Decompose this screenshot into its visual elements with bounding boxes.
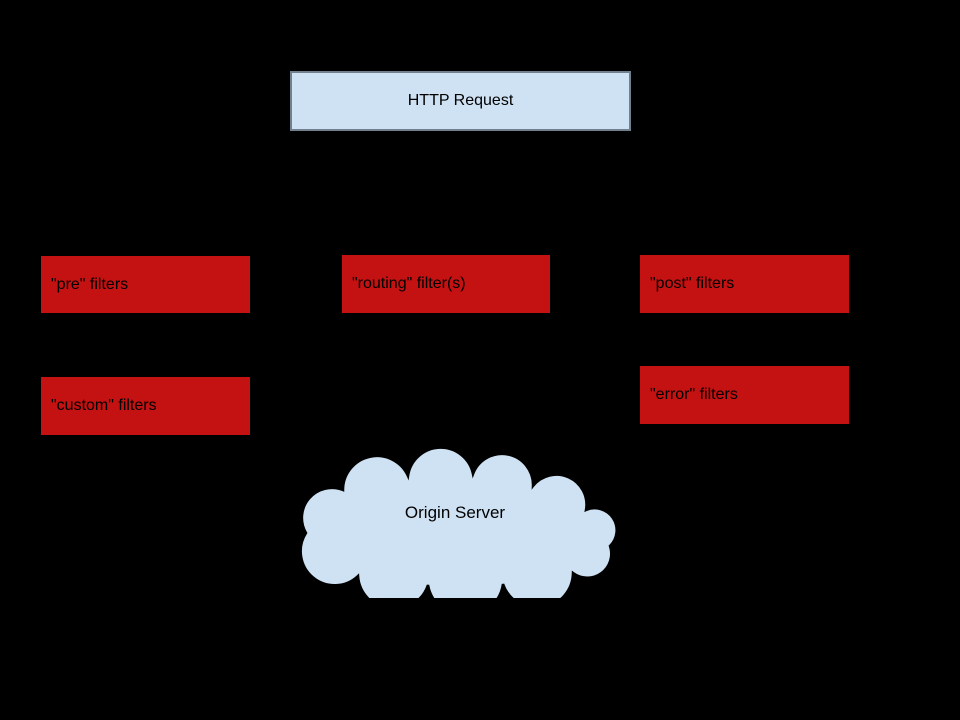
pre-filters-label: "pre" filters <box>51 275 129 293</box>
error-filters-node: "error" filters <box>640 366 849 424</box>
post-filters-node: "post" filters <box>640 255 849 313</box>
routing-filters-label: "routing" filter(s) <box>352 275 466 293</box>
post-filters-label: "post" filters <box>650 275 735 293</box>
http-request-node: HTTP Request <box>290 71 631 131</box>
pre-filters-node: "pre" filters <box>41 256 250 313</box>
origin-server-cloud <box>299 446 618 598</box>
error-filters-label: "error" filters <box>650 386 738 404</box>
custom-filters-node: "custom" filters <box>41 377 250 435</box>
cloud-shape <box>299 446 618 598</box>
routing-filters-node: "routing" filter(s) <box>342 255 550 313</box>
custom-filters-label: "custom" filters <box>51 397 157 415</box>
origin-server-label: Origin Server <box>404 503 506 522</box>
http-request-label: HTTP Request <box>407 92 514 110</box>
